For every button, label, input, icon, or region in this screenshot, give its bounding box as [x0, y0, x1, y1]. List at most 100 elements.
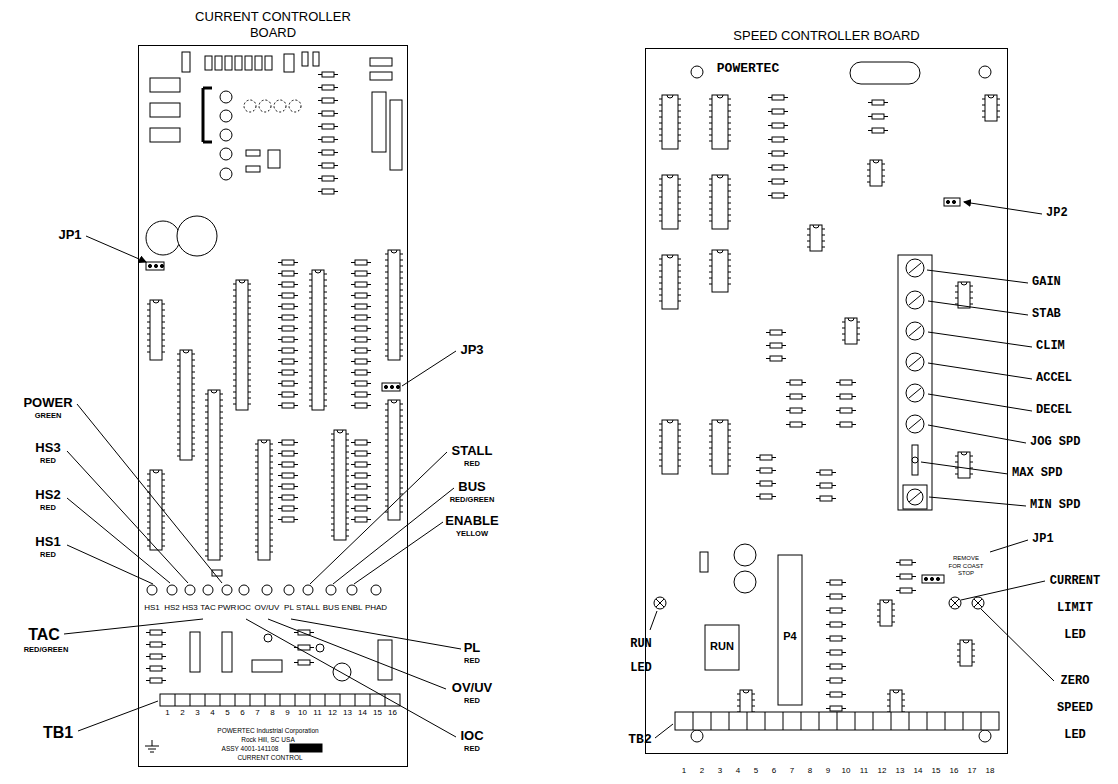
resistor-symbol — [772, 109, 784, 114]
led-symbol — [949, 597, 961, 609]
ic-chip — [810, 225, 822, 251]
resistor-lead — [294, 284, 298, 285]
resistor-symbol — [298, 660, 310, 665]
resistor-lead — [768, 111, 772, 112]
resistor-lead — [802, 396, 806, 397]
terminal-number: 10 — [842, 766, 851, 775]
terminal-number: 15 — [932, 766, 941, 775]
ic-notch — [337, 430, 343, 433]
leader-line — [990, 540, 1028, 552]
ic-chip — [388, 400, 400, 520]
silkscreen-label: PL — [284, 603, 294, 612]
resistor-lead — [294, 317, 298, 318]
circuit-board: SPEED CONTROLLER BOARD — [645, 48, 1008, 754]
terminal-number: 17 — [968, 766, 977, 775]
resistor-lead — [351, 339, 355, 340]
resistor-lead — [832, 485, 836, 486]
capacitor-symbol — [220, 148, 232, 160]
resistor-lead — [334, 178, 338, 179]
resistor-symbol — [872, 100, 884, 105]
leader-line — [928, 332, 1032, 347]
callout-label: JP1 — [1032, 533, 1054, 547]
ic-notch — [717, 95, 723, 98]
resistor-lead — [768, 97, 772, 98]
resistor-symbol — [355, 282, 367, 287]
resistor-symbol — [150, 654, 162, 659]
resistor-lead — [842, 666, 846, 667]
resistor-lead — [351, 508, 355, 509]
silkscreen-text: POWERTEC Industrial Corporation — [217, 726, 318, 735]
resistor-symbol — [322, 150, 334, 155]
terminal-divider — [909, 712, 910, 730]
resistor-lead — [367, 442, 371, 443]
ic-notch — [261, 440, 267, 443]
resistor-lead — [896, 590, 900, 591]
resistor-symbol — [355, 271, 367, 276]
terminal-number: 1 — [165, 708, 169, 717]
resistor-lead — [278, 284, 282, 285]
resistor-lead — [836, 410, 840, 411]
resistor-lead — [786, 424, 790, 425]
terminal-divider — [325, 694, 326, 706]
resistor-lead — [852, 382, 856, 383]
callout-label: TB2 — [628, 733, 651, 748]
color-note: RED/GREEN — [450, 496, 495, 505]
potentiometer — [906, 322, 924, 340]
resistor-lead — [756, 470, 760, 471]
color-note: RED/GREEN — [24, 646, 69, 655]
led-symbol — [347, 585, 357, 595]
resistor-lead — [334, 191, 338, 192]
resistor-lead — [367, 295, 371, 296]
terminal-divider — [981, 712, 982, 730]
resistor-lead — [826, 610, 830, 611]
color-note: RED — [464, 697, 480, 706]
resistor-lead — [367, 508, 371, 509]
resistor-symbol — [150, 678, 162, 683]
ic-chip — [388, 250, 400, 360]
resistor-symbol — [355, 381, 367, 386]
mounting-hole — [691, 66, 703, 78]
resistor-symbol — [282, 337, 294, 342]
zener-diode — [190, 632, 200, 672]
resistor-lead — [896, 576, 900, 577]
resistor-array — [225, 56, 232, 70]
resistor-lead — [278, 306, 282, 307]
resistor-symbol — [322, 176, 334, 181]
resistor-symbol — [282, 370, 294, 375]
ic-chip — [845, 318, 857, 344]
resistor-symbol — [760, 455, 772, 460]
jumper-header — [382, 383, 400, 391]
resistor-lead — [351, 453, 355, 454]
resistor-lead — [334, 100, 338, 101]
terminal-divider — [837, 712, 838, 730]
terminal-divider — [220, 694, 221, 706]
leader-line — [928, 363, 1032, 379]
resistor-lead — [278, 372, 282, 373]
leader-line — [929, 497, 1026, 506]
resistor-lead — [367, 328, 371, 329]
resistor-lead — [162, 656, 166, 657]
jumper-pin — [930, 577, 933, 580]
resistor-symbol — [322, 163, 334, 168]
resistor-symbol — [282, 348, 294, 353]
ic-chip — [334, 430, 346, 540]
ic-chip — [236, 280, 248, 410]
resistor-lead — [318, 178, 322, 179]
resistor-symbol — [830, 622, 842, 627]
resistor-symbol — [150, 642, 162, 647]
ic-notch — [667, 175, 673, 178]
id-plate — [290, 744, 322, 752]
terminal-divider — [765, 712, 766, 730]
resistor-symbol — [322, 124, 334, 129]
resistor-lead — [826, 596, 830, 597]
resistor-lead — [351, 519, 355, 520]
resistor-lead — [318, 126, 322, 127]
resistor-symbol — [770, 330, 782, 335]
terminal-number: 11 — [860, 766, 868, 775]
resistor-lead — [768, 181, 772, 182]
resistor-symbol — [772, 151, 784, 156]
resistor-lead — [162, 680, 166, 681]
ic-notch — [873, 160, 879, 163]
resistor-lead — [318, 152, 322, 153]
resistor-lead — [756, 483, 760, 484]
